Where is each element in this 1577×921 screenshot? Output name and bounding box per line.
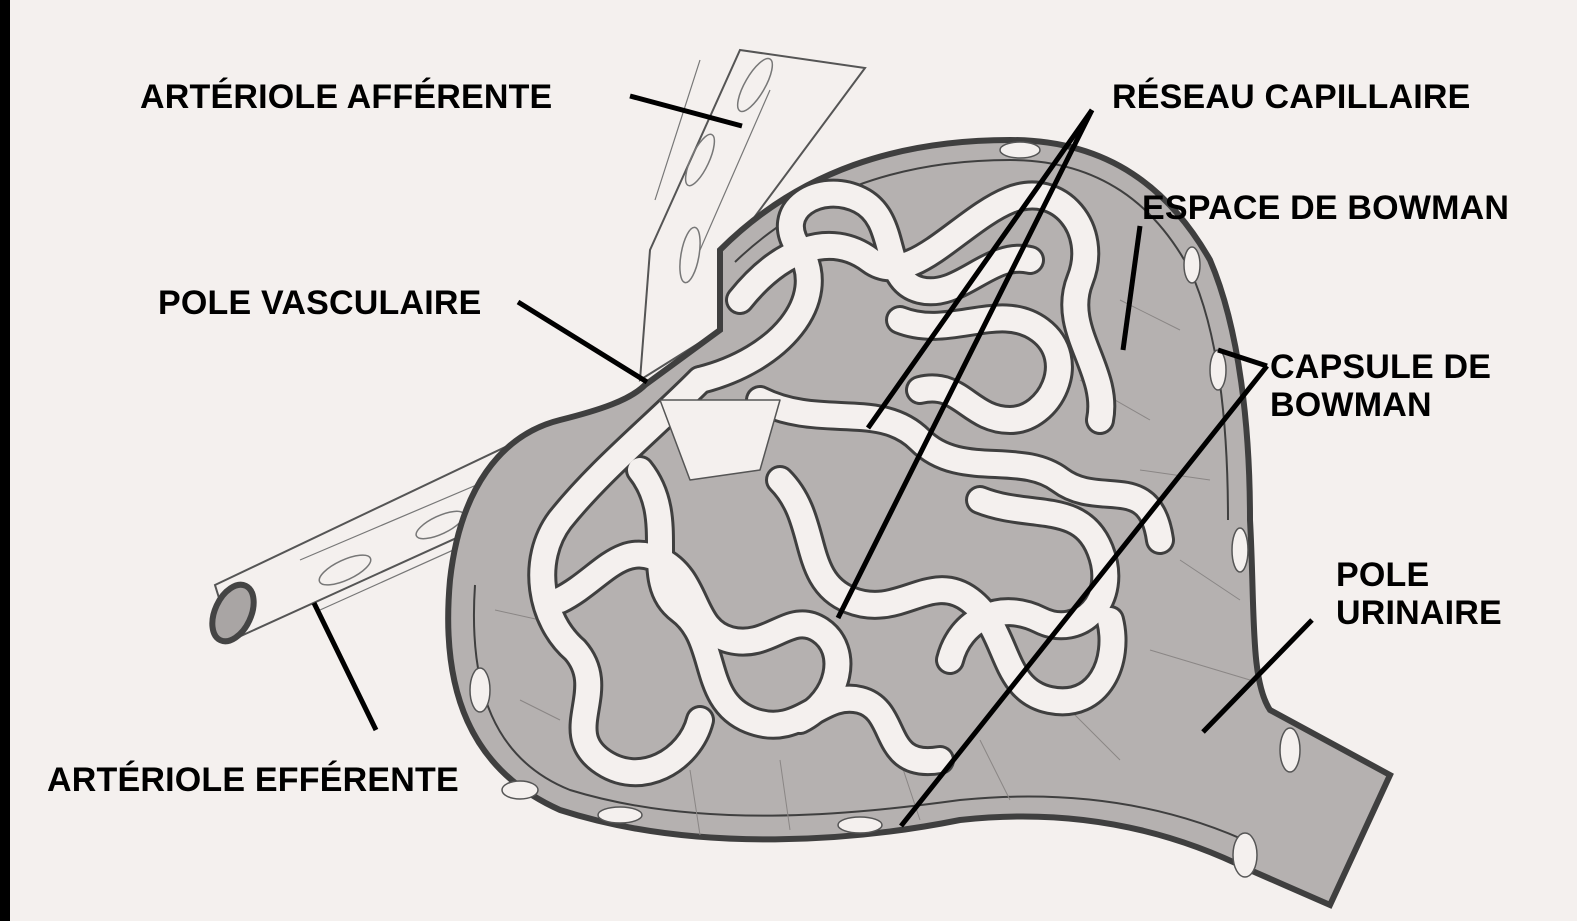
leader-arteriole-efferente <box>314 603 376 730</box>
label-pole-vasculaire: POLE VASCULAIRE <box>158 284 482 322</box>
label-capsule-line-1: CAPSULE DE <box>1270 348 1491 386</box>
label-pole-urinaire-line-1: POLE <box>1336 556 1502 594</box>
label-pole-urinaire-line-2: URINAIRE <box>1336 594 1502 632</box>
leader-pole-vasculaire <box>518 302 647 382</box>
label-arteriole-efferente: ARTÉRIOLE EFFÉRENTE <box>47 761 459 799</box>
label-capsule-de-bowman: CAPSULE DE BOWMAN <box>1270 348 1491 424</box>
label-espace-de-bowman: ESPACE DE BOWMAN <box>1142 189 1509 227</box>
label-arteriole-afferente: ARTÉRIOLE AFFÉRENTE <box>140 78 552 116</box>
label-reseau-capillaire: RÉSEAU CAPILLAIRE <box>1112 78 1471 116</box>
label-pole-urinaire: POLE URINAIRE <box>1336 556 1502 632</box>
label-capsule-line-2: BOWMAN <box>1270 386 1491 424</box>
